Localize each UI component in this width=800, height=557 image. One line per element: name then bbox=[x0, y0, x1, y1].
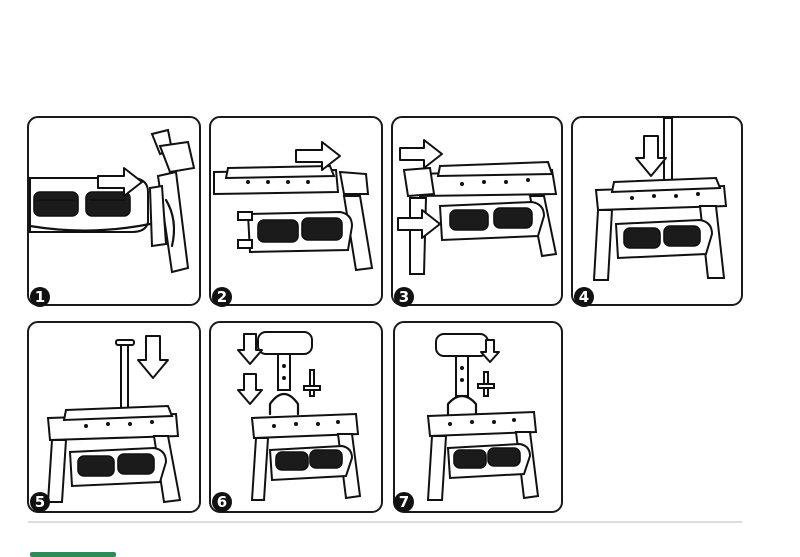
step-number-5: 5 bbox=[35, 493, 45, 511]
step-badge-2: 2 bbox=[212, 287, 232, 307]
step-badge-7: 7 bbox=[394, 492, 414, 512]
step-number-3: 3 bbox=[399, 288, 409, 306]
green-tab-fragment bbox=[30, 552, 116, 557]
step-panel-5: 5 bbox=[27, 321, 201, 513]
step-number-6: 6 bbox=[217, 493, 227, 511]
step-number-2: 2 bbox=[217, 288, 227, 306]
step-panel-1: 1 bbox=[27, 116, 201, 307]
step-panel-7: 7 bbox=[393, 321, 563, 513]
step-number-7: 7 bbox=[399, 493, 409, 511]
step-badge-6: 6 bbox=[212, 492, 232, 512]
step-badge-5: 5 bbox=[30, 492, 50, 512]
step-number-4: 4 bbox=[579, 288, 589, 306]
step-badge-1: 1 bbox=[30, 287, 50, 307]
step-panel-2: 2 bbox=[209, 116, 383, 307]
step-panel-4: 4 bbox=[571, 116, 743, 307]
step-badge-3: 3 bbox=[394, 287, 414, 307]
step-number-1: 1 bbox=[35, 288, 45, 306]
step-panel-6: 6 bbox=[209, 321, 383, 513]
step-panel-3: 3 bbox=[391, 116, 563, 307]
step-badge-4: 4 bbox=[574, 287, 594, 307]
